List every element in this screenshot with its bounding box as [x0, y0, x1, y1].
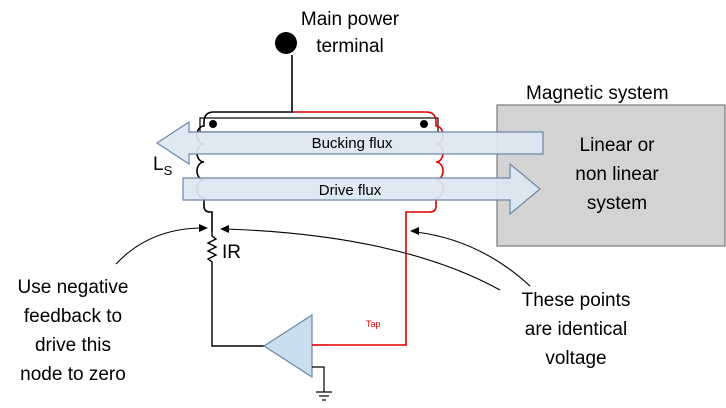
left-note-line3: drive this: [35, 335, 111, 356]
right-note-line2: are identical: [525, 319, 627, 340]
system-text-line1: Linear or: [580, 135, 656, 156]
main-power-label-line1: Main power: [301, 9, 400, 30]
right-note-line3: voltage: [545, 348, 606, 369]
right-note-line1: These points: [522, 290, 631, 311]
magnetic-system-box: [496, 104, 726, 247]
right-note-arrow-to-tap: [415, 231, 531, 287]
secondary-winding: [292, 111, 444, 346]
ground-wire: [312, 366, 325, 392]
left-note-line2: feedback to: [24, 306, 122, 327]
right-note-arrow-to-resistor: [225, 228, 501, 291]
bucking-flux-label: Bucking flux: [312, 135, 393, 152]
resistor-label: IR: [222, 242, 241, 263]
drive-flux-arrow: [182, 162, 541, 216]
tap-label: Tap: [366, 319, 381, 329]
magnetic-system-label: Magnetic system: [526, 83, 669, 104]
bucking-flux-arrow: [155, 120, 544, 166]
system-text-line3: system: [587, 193, 647, 214]
winding-dot-right: [420, 120, 428, 128]
inductance-label: LS: [153, 154, 173, 178]
left-note-line1: Use negative: [18, 277, 129, 298]
left-note-arrow: [115, 227, 204, 265]
amplifier: [262, 313, 313, 379]
sense-resistor: [206, 232, 218, 264]
right-note-arrowhead-tap: [410, 227, 419, 235]
winding-dot-left: [209, 120, 217, 128]
left-note-line4: node to zero: [20, 364, 126, 385]
ground-symbol: [316, 391, 332, 401]
system-text-line2: non linear: [575, 164, 659, 185]
core-top-bar: [199, 117, 439, 133]
main-power-terminal: [275, 32, 297, 54]
main-power-label-line2: terminal: [316, 36, 384, 57]
feedback-wire: [211, 264, 264, 347]
right-note-arrowhead-resistor: [220, 225, 229, 233]
left-note-arrowhead: [199, 224, 208, 232]
drive-flux-label: Drive flux: [319, 182, 382, 199]
